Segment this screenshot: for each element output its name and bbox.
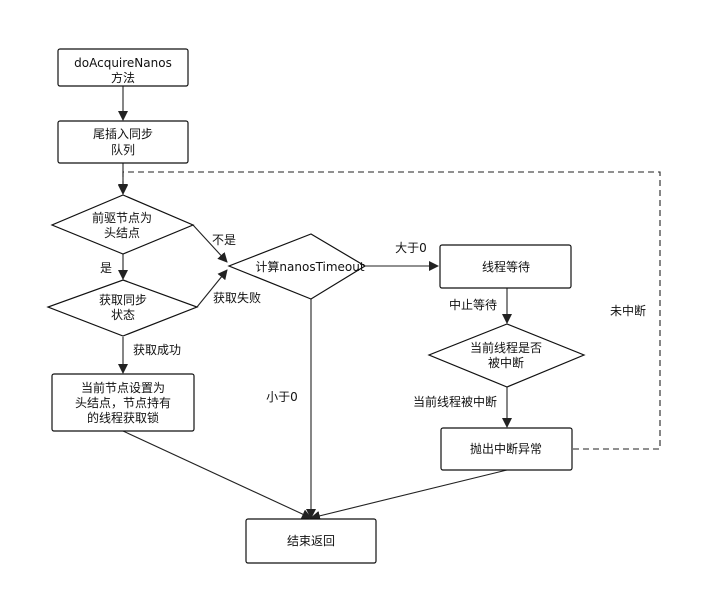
node-pred-is-head: 前驱节点为 头结点 (50, 194, 195, 255)
node-is-interrupted: 当前线程是否 被中断 (427, 323, 586, 388)
node-end-label: 结束返回 (287, 534, 335, 548)
node-enqueue-line-1: 尾插入同步 (93, 127, 153, 141)
node-is-interrupted-line-2: 被中断 (488, 355, 524, 370)
edge-label-not-interrupted: 未中断 (610, 303, 646, 318)
node-enqueue: 尾插入同步 队列 (57, 120, 189, 164)
edges (118, 86, 661, 521)
node-acquire-state-line-1: 获取同步 (99, 293, 147, 307)
node-set-head-line-2: 头结点，节点持有 (75, 395, 171, 410)
node-set-head-line-1: 当前节点设置为 (81, 380, 165, 395)
edge-not-interrupted-loop (118, 171, 661, 450)
edge-label-greater-than-zero: 大于0 (395, 241, 427, 255)
node-start: doAcquireNanos 方法 (57, 48, 189, 87)
edge-labels: 是 不是 获取失败 获取成功 大于0 小于0 中止等待 当前线程被中断 未中断 (100, 233, 646, 409)
edge-throw-to-end (310, 469, 508, 521)
node-pred-is-head-line-2: 头结点 (104, 226, 140, 240)
node-calc-timeout: 计算nanosTimeout (227, 233, 367, 300)
edge-label-acquire-success: 获取成功 (133, 343, 181, 357)
edge-label-acquire-fail: 获取失败 (213, 290, 261, 305)
edge-label-yes: 是 (100, 261, 112, 275)
node-thread-wait-label: 线程等待 (482, 259, 530, 274)
edge-label-is-interrupted: 当前线程被中断 (413, 394, 497, 409)
edge-acquire-to-calc (196, 269, 228, 308)
node-calc-timeout-label: 计算nanosTimeout (255, 259, 364, 274)
edge-label-no: 不是 (212, 233, 236, 247)
node-start-line-2: 方法 (111, 70, 135, 85)
node-throw-interrupt-label: 抛出中断异常 (470, 441, 542, 456)
node-acquire-state-line-2: 状态 (111, 308, 135, 322)
node-thread-wait: 线程等待 (439, 244, 572, 289)
node-set-head-line-3: 的线程获取锁 (87, 410, 159, 425)
node-end: 结束返回 (245, 518, 377, 564)
node-throw-interrupt: 抛出中断异常 (440, 427, 573, 471)
node-is-interrupted-line-1: 当前线程是否 (470, 340, 542, 355)
edge-pred-check-to-calc (192, 224, 228, 263)
edge-label-less-than-zero: 小于0 (266, 390, 298, 404)
node-acquire-state: 获取同步 状态 (46, 279, 199, 337)
edge-label-stop-wait: 中止等待 (449, 297, 497, 312)
node-enqueue-line-2: 队列 (111, 142, 135, 157)
node-start-line-1: doAcquireNanos (74, 56, 172, 70)
edge-set-head-to-end (122, 430, 312, 519)
node-set-head: 当前节点设置为 头结点，节点持有 的线程获取锁 (51, 373, 195, 432)
node-pred-is-head-line-1: 前驱节点为 (92, 210, 152, 225)
